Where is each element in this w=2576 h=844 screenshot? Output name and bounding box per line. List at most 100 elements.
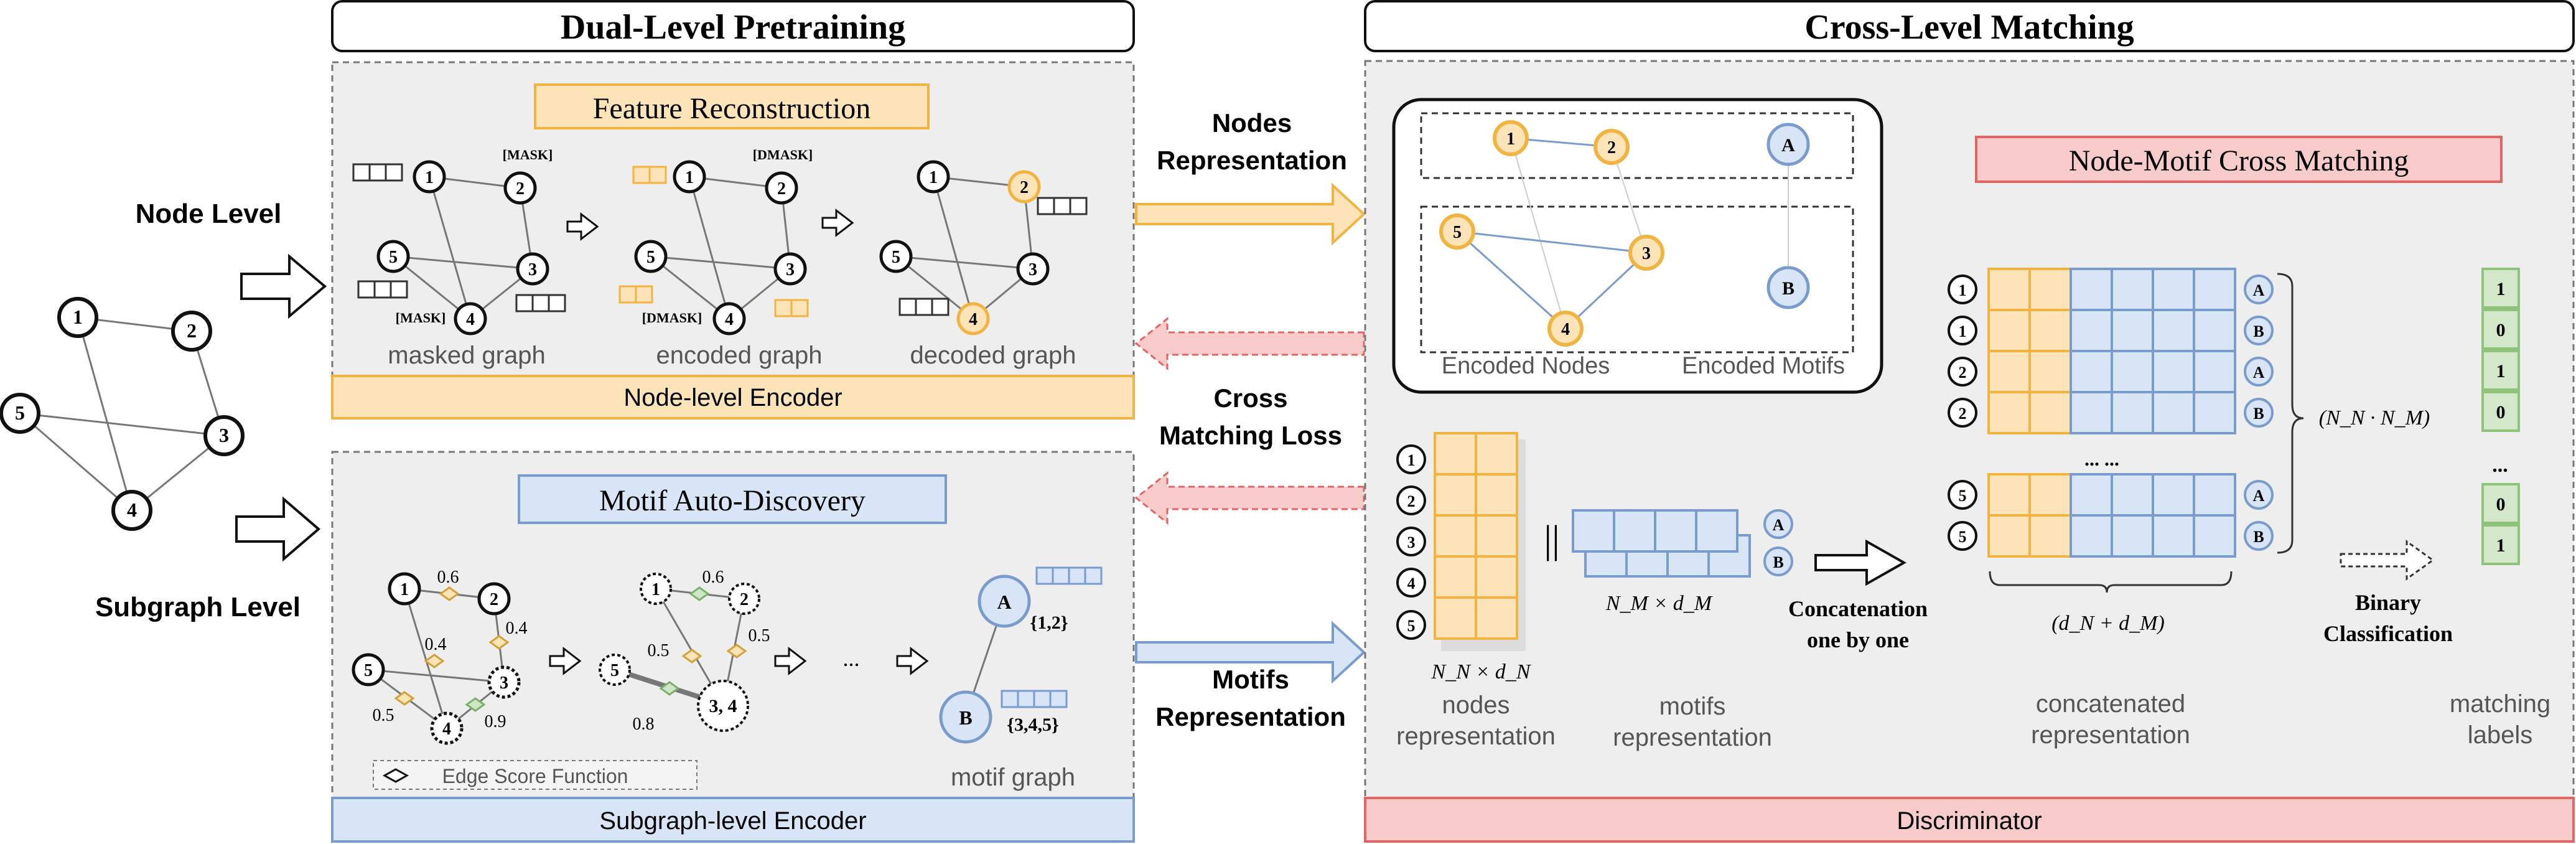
row-motif-label: A [2253,487,2265,505]
edge-score: 0.8 [633,715,655,734]
motif-node-label: B [959,706,972,729]
motifs-representation-label: Motifs [1212,665,1289,694]
graph-node-4: 4 [111,490,152,531]
edge-score-diamond [689,586,710,601]
matrix-cell [2070,268,2113,311]
cross-matching-loss-label: Cross [1213,383,1287,413]
mask-token: [MASK] [396,310,446,326]
subgraph-level-label: Subgraph Level [95,592,301,622]
encoded-feature [632,166,667,184]
matrix-cell [2028,514,2072,558]
motif-feature [1001,690,1068,708]
row-node-label: 5 [1959,487,1967,505]
matrix-cell [2111,391,2154,434]
motif-step2-graph: 1 2 5 3, 4 0.6 0.5 0.5 0.8 [599,568,770,734]
encoded-nodes-caption: Encoded Nodes [1442,353,1610,379]
matrix-cell [2070,514,2113,558]
row-node-circle [1948,274,1977,304]
matrix-cell [2152,514,2195,558]
node-label: 5 [610,661,619,680]
mask-token: [MASK] [503,147,553,162]
node-label: 3 [1407,533,1416,551]
subgraph-level-encoder-label: Subgraph-level Encoder [599,807,866,835]
node-label: 3 [500,673,508,693]
node-label: 3 [1029,260,1037,279]
step-arrow [896,646,929,676]
edge-score-diamond [439,586,460,601]
concatenation-label: one by one [1807,627,1909,652]
node-label: 5 [15,401,25,424]
motifs-dimension: N_M × d_M [1605,592,1713,615]
encoded-graph: 1 2 3 4 5 [DMASK] [DMASK] [618,147,813,335]
nodes-representation-matrix: 1 2 3 4 5 [1396,432,1526,651]
node-label: 1 [1506,129,1515,149]
motif-discovery-title: Motif Auto-Discovery [599,484,866,517]
node-label: 4 [442,720,451,739]
edge-score-function-icon [382,768,409,783]
cross-matching-title: Node-Motif Cross Matching [2069,144,2409,177]
matrix-cell [2111,268,2154,311]
motif-node-label: A [1781,135,1795,156]
nodes-representation-label: Nodes [1212,108,1292,138]
classification-arrow [2340,540,2435,581]
feature-vector [1037,197,1088,215]
row-ellipsis: ... ... [2084,448,2119,470]
edge [19,412,133,512]
matrix-cell [2152,473,2195,517]
dmask-token: [DMASK] [753,147,813,162]
row-node-label: 1 [1959,322,1967,340]
encoded-motifs-caption: Encoded Motifs [1682,353,1845,379]
motifs-representation-matrix: A B [1572,509,1793,578]
matrix-cell [2193,473,2236,517]
matrix-cell [1987,391,2031,434]
step-arrow [774,646,807,676]
pretraining-title: Dual-Level Pretraining [561,8,905,47]
matrix-cell [2152,391,2195,434]
pair-count: (N_N · N_M) [2319,406,2430,429]
matrix-cell [2111,514,2154,558]
concat-arrow [1814,539,1907,586]
matrix-cell [2028,391,2072,434]
motifs-representation-arrow [1135,621,1366,684]
binary-classification-label: Classification [2323,621,2453,646]
row-node-label: 5 [1959,528,1967,546]
concatenated-representation-caption: representation [2031,721,2190,749]
cross-matching-box [1975,136,2503,183]
masked-graph-caption: masked graph [388,342,545,369]
node-label: 5 [389,248,398,267]
matrix-cell [2193,268,2236,311]
encoded-feature [618,285,653,304]
motifs-representation-caption: representation [1613,724,1772,751]
step-arrow [566,212,599,241]
motifs-representation-label: Representation [1155,702,1346,731]
matrix-cell [2193,514,2236,558]
matrix-cell [2193,391,2236,434]
nodes-representation-caption: representation [1396,723,1556,750]
node-label: 1 [685,168,694,187]
matching-labels-caption: matching [2450,690,2550,718]
labels-ellipsis: ... [2492,454,2508,477]
matrix-cell [2111,473,2154,517]
matrix-cell [2152,350,2195,393]
node-label: 4 [1561,320,1570,339]
motif-step1-graph: 1 2 3 4 5 0.6 0.4 0.4 0.5 0.9 [352,568,528,745]
node-label: 5 [646,248,655,267]
node-label: 4 [466,310,475,329]
row-motif-label: B [2253,528,2264,546]
binary-classification-label: Binary [2355,590,2421,615]
decoded-graph-caption: decoded graph [910,342,1076,369]
label-cell [2481,524,2520,565]
motifs-representation-caption: motifs [1659,693,1726,720]
node-label: 1 [425,168,434,187]
row-motif-circle [2244,357,2274,387]
node-label: 3 [1642,244,1651,263]
node-label: 5 [364,661,373,680]
motif-graph-caption: motif graph [951,764,1075,791]
node-level-encoder-label: Node-level Encoder [623,384,842,411]
matrix-cell [2070,350,2113,393]
